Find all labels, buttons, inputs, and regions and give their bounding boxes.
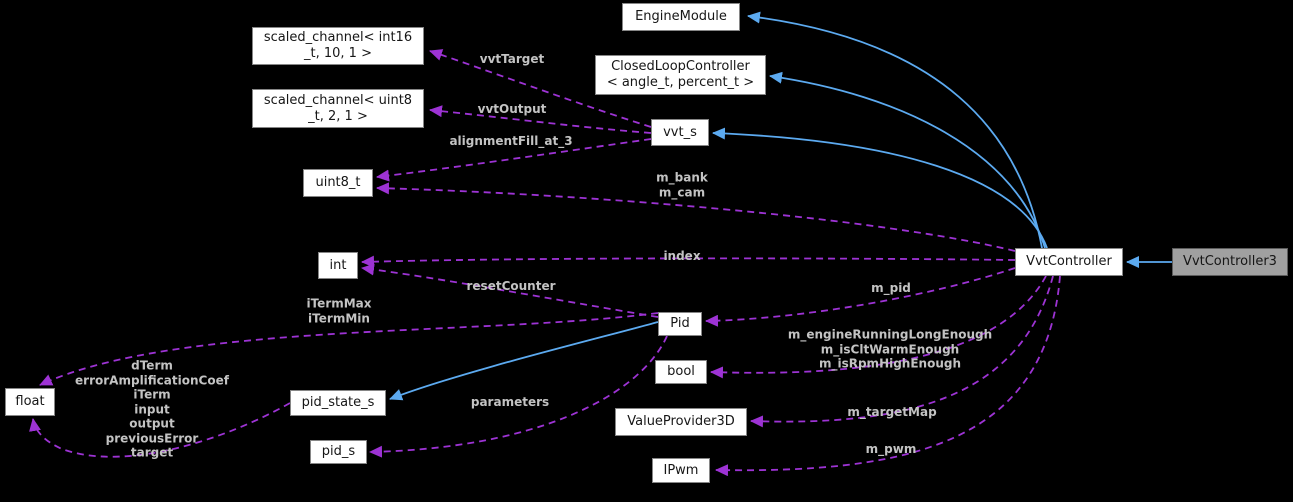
node-uint8-t: uint8_t (303, 169, 373, 197)
edge-usage-index (361, 255, 1016, 268)
node-valueprovider3d[interactable]: ValueProvider3D (615, 408, 747, 436)
edge-usage-m-pwm (715, 275, 1061, 477)
edge-label-m-pwm: m_pwm (865, 441, 917, 456)
edge-usage-iterm-limits (39, 312, 659, 386)
node-vvtcontroller3-current: VvtController3 (1172, 248, 1288, 276)
node-scaled-channel-uint8[interactable]: scaled_channel< uint8 _t, 2, 1 > (252, 89, 424, 128)
node-bool: bool (655, 360, 707, 384)
edge-label-index: index (663, 248, 701, 263)
edge-label-m-pid: m_pid (871, 280, 911, 295)
edge-inherit-vvtcontroller-closedloopcontroller (769, 71, 1046, 249)
edge-usage-m-bank-m-cam (376, 182, 1016, 252)
node-vvtcontroller[interactable]: VvtController (1015, 248, 1123, 276)
edge-usage-resetcounter (361, 263, 659, 318)
edge-label-alignmentfill: alignmentFill_at_3 (449, 133, 573, 148)
node-int: int (318, 252, 358, 279)
edge-usage-pid-state-members (29, 402, 291, 458)
edge-label-run-flags: m_engineRunningLongEnough m_isCltWarmEno… (787, 327, 993, 371)
edge-usage-parameters (369, 335, 668, 458)
edge-label-iterm-limits: iTermMax iTermMin (306, 296, 372, 326)
edge-usage-run-flags (710, 275, 1047, 379)
edge-label-resetcounter: resetCounter (466, 278, 556, 293)
edge-inherit-pid-pid-state-s (389, 321, 659, 401)
edge-inherit-vvtcontroller-enginemodule (747, 11, 1043, 249)
edge-usage-m-pid (705, 267, 1016, 327)
edge-usage-m-targetmap (750, 275, 1054, 428)
node-enginemodule[interactable]: EngineModule (622, 3, 740, 31)
edge-usage-vvttarget (429, 49, 652, 128)
node-scaled-channel-int16[interactable]: scaled_channel< int16 _t, 10, 1 > (252, 27, 424, 65)
node-ipwm[interactable]: IPwm (652, 458, 710, 483)
edge-label-pid-state-members: dTerm errorAmplificationCoef iTerm input… (75, 358, 229, 460)
edge-label-m-targetmap: m_targetMap (847, 404, 937, 419)
edge-inherit-vvtcontroller-vvt-s (712, 127, 1048, 249)
edge-usage-alignmentfill (376, 138, 652, 182)
edge-usage-vvtoutput (429, 105, 652, 134)
edge-label-vvttarget: vvtTarget (479, 51, 545, 66)
node-pid-state-s[interactable]: pid_state_s (290, 390, 386, 416)
edge-label-vvtoutput: vvtOutput (477, 101, 547, 116)
node-vvt-s[interactable]: vvt_s (651, 119, 709, 146)
node-float: float (5, 388, 55, 416)
node-pid[interactable]: Pid (658, 312, 702, 336)
node-pid-s[interactable]: pid_s (310, 440, 367, 464)
edge-label-m-bank-m-cam: m_bank m_cam (656, 170, 708, 200)
edge-label-parameters: parameters (470, 394, 550, 409)
node-closedloopcontroller[interactable]: ClosedLoopController < angle_t, percent_… (595, 55, 766, 95)
